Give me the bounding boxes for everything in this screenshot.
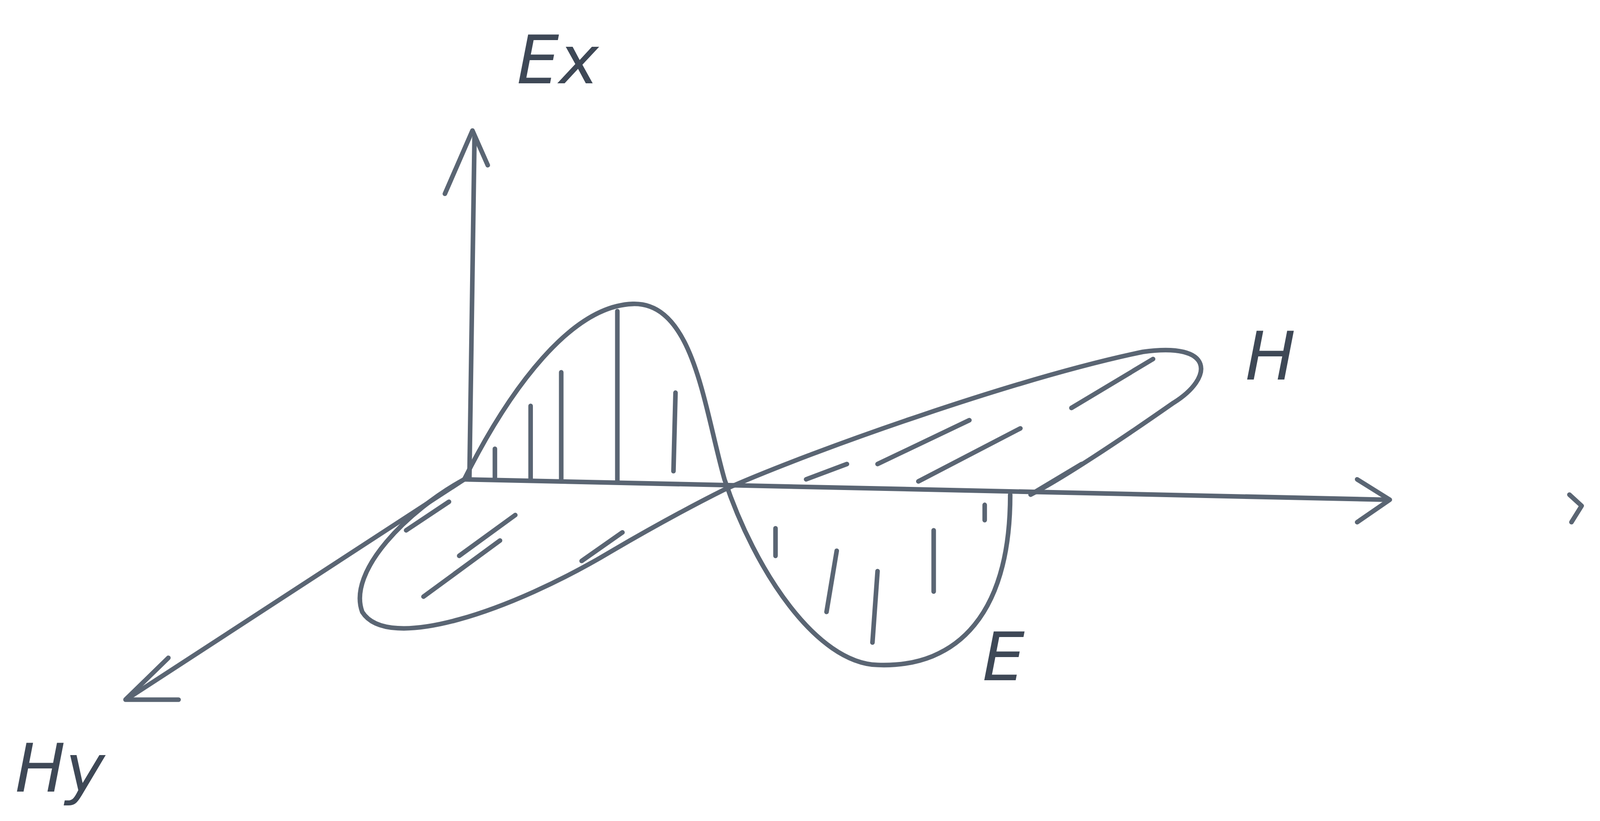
z-arrowhead	[1357, 479, 1390, 523]
ex-arrowhead	[445, 130, 488, 194]
wave-label: H	[1245, 323, 1296, 390]
axis-label: Hy	[15, 735, 106, 803]
z-axis	[464, 479, 1388, 500]
ex-axis	[469, 137, 475, 480]
axis-label: Ex	[516, 26, 599, 94]
hy-arrowhead	[125, 658, 179, 700]
wave-label: E	[982, 623, 1025, 691]
h-wave	[360, 350, 1202, 629]
e-hatching	[495, 310, 985, 643]
h-hatching	[405, 359, 1153, 597]
cut-mark	[1569, 494, 1582, 523]
